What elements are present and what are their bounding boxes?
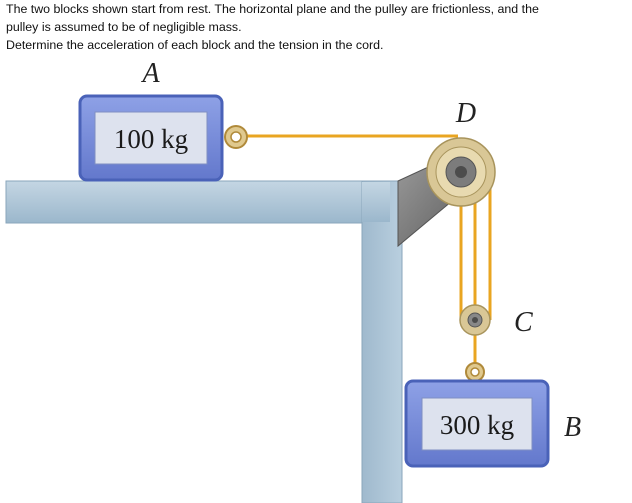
label-a: A [140, 58, 160, 89]
block-a [78, 94, 224, 182]
pulley-c [459, 304, 491, 336]
block-b-eye [465, 362, 485, 382]
problem-line-3: Determine the acceleration of each block… [6, 38, 384, 52]
horizontal-surface [5, 180, 403, 503]
problem-statement: The two blocks shown start from rest. Th… [6, 0, 628, 54]
block-a-mass: 100 kg [114, 124, 188, 154]
problem-line-1: The two blocks shown start from rest. Th… [6, 2, 539, 16]
label-d: D [455, 98, 476, 129]
block-b [404, 379, 550, 468]
pulley-d [426, 137, 496, 207]
problem-line-2: pulley is assumed to be of negligible ma… [6, 20, 242, 34]
block-b-mass: 300 kg [440, 410, 514, 440]
label-b: B [564, 412, 581, 443]
block-a-eye [224, 125, 248, 149]
label-c: C [514, 307, 533, 338]
